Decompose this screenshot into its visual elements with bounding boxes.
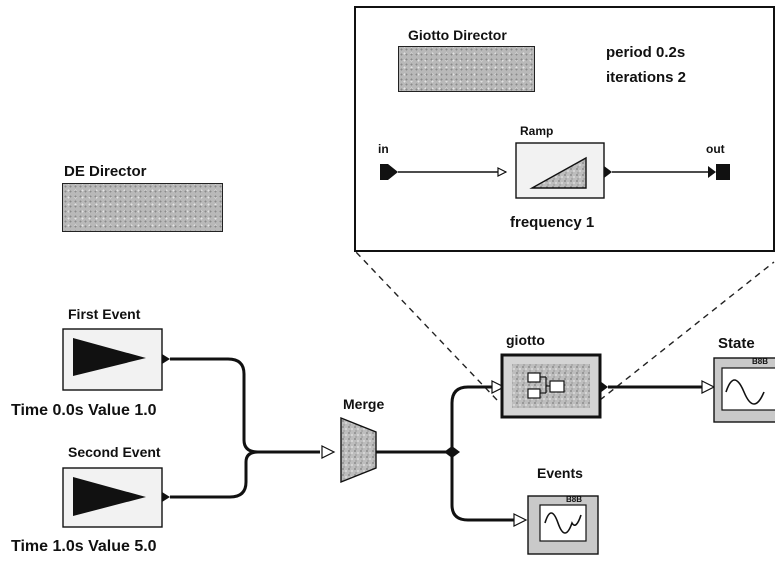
ramp-icon bbox=[529, 156, 587, 189]
second-event-param: Time 1.0s Value 5.0 bbox=[11, 538, 157, 555]
giotto-director-icon[interactable] bbox=[398, 46, 535, 92]
giotto-output-port-icon bbox=[600, 381, 608, 393]
giotto-director-label: Giotto Director bbox=[408, 27, 507, 43]
events-plot-area bbox=[539, 504, 587, 542]
events-badge: B8B bbox=[566, 495, 583, 504]
de-director-label: DE Director bbox=[64, 163, 147, 180]
composite-icon bbox=[527, 372, 565, 399]
first-event-output-port-icon bbox=[162, 354, 170, 364]
period-param: period 0.2s bbox=[606, 44, 686, 61]
first-event-param: Time 0.0s Value 1.0 bbox=[11, 402, 157, 419]
zoom-line-left bbox=[354, 250, 498, 401]
state-badge: B8B bbox=[752, 357, 769, 366]
second-event-output-port-icon bbox=[162, 492, 170, 502]
giotto-label: giotto bbox=[506, 332, 545, 348]
events-label: Events bbox=[537, 465, 583, 481]
state-label: State bbox=[718, 335, 755, 352]
wire-to-events bbox=[450, 452, 514, 522]
out-port-icon[interactable] bbox=[708, 164, 730, 180]
state-input-port-icon bbox=[701, 380, 716, 394]
events-sine-icon bbox=[544, 512, 582, 534]
merge-label: Merge bbox=[343, 396, 385, 412]
wire-to-giotto bbox=[450, 385, 494, 452]
state-sine-icon bbox=[725, 379, 765, 405]
in-port-label: in bbox=[378, 142, 389, 156]
zoom-line-right bbox=[599, 261, 775, 401]
giotto-input-port-icon bbox=[491, 380, 506, 394]
iterations-param: iterations 2 bbox=[606, 69, 687, 86]
out-port-label: out bbox=[706, 142, 725, 156]
de-director-icon[interactable] bbox=[62, 183, 223, 232]
events-input-port-icon bbox=[513, 513, 528, 527]
ramp-frequency-param: frequency 1 bbox=[510, 214, 595, 231]
ramp-output-port-icon bbox=[604, 166, 612, 178]
second-event-label: Second Event bbox=[68, 444, 161, 460]
first-event-icon bbox=[73, 338, 146, 376]
merge-input-port-icon bbox=[321, 445, 336, 459]
first-event-label: First Event bbox=[68, 306, 141, 322]
second-event-icon bbox=[73, 477, 146, 516]
ramp-label: Ramp bbox=[520, 124, 554, 138]
ramp-actor[interactable] bbox=[515, 142, 605, 199]
wire-second-event bbox=[170, 450, 259, 499]
state-plot-area bbox=[721, 367, 775, 411]
merge-actor[interactable] bbox=[340, 416, 377, 484]
in-port-icon[interactable] bbox=[380, 164, 398, 180]
wire-first-event bbox=[170, 357, 259, 454]
